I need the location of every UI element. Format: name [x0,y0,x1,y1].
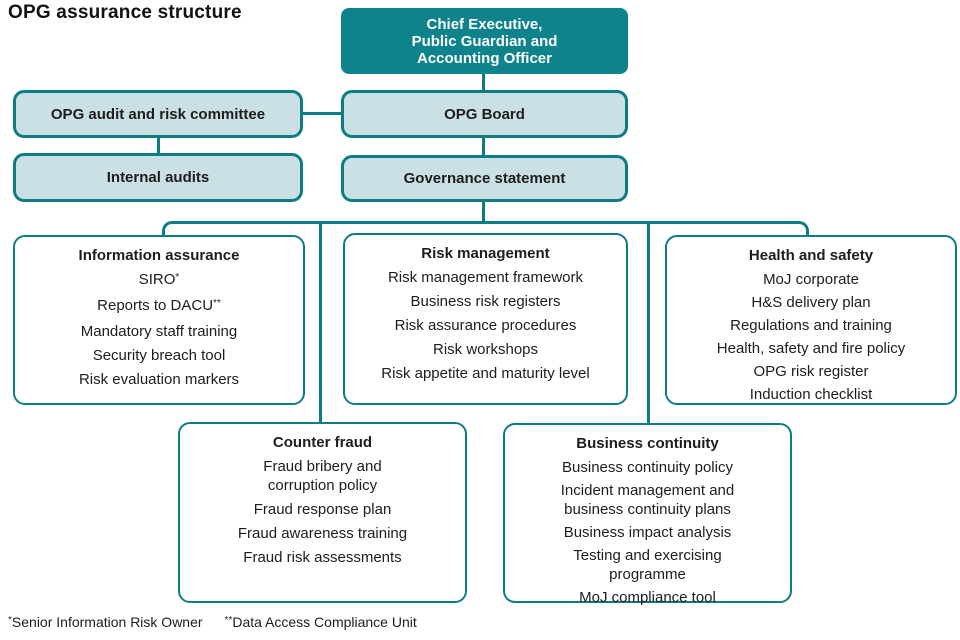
panel-item: H&S delivery plan [751,294,871,311]
internal-audits-label: Internal audits [106,169,210,186]
panel-item: MoJ corporate [763,271,859,288]
connector-committee-to-board [303,112,341,115]
chief-executive-box: Chief Executive, Public Guardian and Acc… [341,8,628,74]
connector-board-to-governance [482,137,485,155]
panel-item: Security breach tool [92,347,226,364]
panel-item: Business continuity policy [562,459,733,476]
panel-item: Health, safety and fire policy [716,340,906,357]
information-assurance-panel: Information assurance SIRO* Reports to DA… [13,235,305,405]
superscript-marker: * [175,272,180,283]
opg-board-box: OPG Board [341,90,628,138]
panel-item: Fraud risk assessments [243,549,402,566]
panel-item: Induction checklist [749,386,873,403]
internal-audits-box: Internal audits [13,153,303,202]
panel-item: Mandatory staff training [80,323,238,340]
governance-statement-box: Governance statement [341,155,628,202]
risk-management-panel: Risk management Risk management framewor… [343,233,628,405]
connector-governance-to-branch [482,202,485,223]
panel-item: Risk evaluation markers [78,371,240,388]
panel-item: Risk management framework [387,269,584,286]
information-assurance-items: SIRO* Reports to DACU** Mandatory staff tr… [15,270,303,389]
business-continuity-panel: Business continuity Business continuity … [503,423,792,606]
footnote-siro-marker: * [8,615,12,626]
panel-item: Business impact analysis [563,524,732,541]
health-and-safety-title: Health and safety [748,247,874,264]
connector-branch-to-business-continuity [647,223,650,423]
panel-item: Fraud response plan [253,501,392,518]
connector-branch-to-counter-fraud [319,223,322,422]
panel-item: Risk appetite and maturity level [381,365,590,382]
panel-item: Risk assurance procedures [394,317,577,334]
footnote-siro: *Senior Information Risk Owner [8,614,203,630]
panel-item: OPG risk register [753,363,869,380]
information-assurance-title: Information assurance [78,247,240,264]
footnote-dacu-text: Data Access Compliance Unit [232,614,417,630]
footnote-dacu-marker: ** [224,615,233,626]
connector-committee-to-internal-audits [157,138,160,153]
panel-item: Business risk registers [410,293,561,310]
superscript-marker: ** [213,298,221,309]
audit-risk-committee-box: OPG audit and risk committee [13,90,303,138]
counter-fraud-title: Counter fraud [272,434,373,451]
opg-board-label: OPG Board [444,105,525,123]
panel-item: Reports to DACU** [97,297,221,314]
audit-risk-committee-label: OPG audit and risk committee [50,105,266,123]
footnote: *Senior Information Risk Owner **Data Acc… [8,614,439,630]
chief-executive-label: Chief Executive, Public Guardian and Acc… [411,15,558,67]
connector-branch-bracket [162,221,809,235]
connector-chief-to-board [482,74,485,90]
panel-item: Regulations and training [730,317,892,334]
business-continuity-title: Business continuity [576,435,719,452]
risk-management-title: Risk management [421,245,550,262]
panel-item: SIRO* [138,271,180,288]
panel-item: Risk workshops [432,341,539,358]
page-title: OPG assurance structure [8,2,242,23]
panel-item: Fraud awareness training [237,525,408,542]
panel-item: MoJ compliance tool [579,589,716,606]
footnote-dacu: **Data Access Compliance Unit [225,614,417,630]
governance-statement-label: Governance statement [403,170,566,187]
footnote-siro-text: Senior Information Risk Owner [11,614,203,630]
